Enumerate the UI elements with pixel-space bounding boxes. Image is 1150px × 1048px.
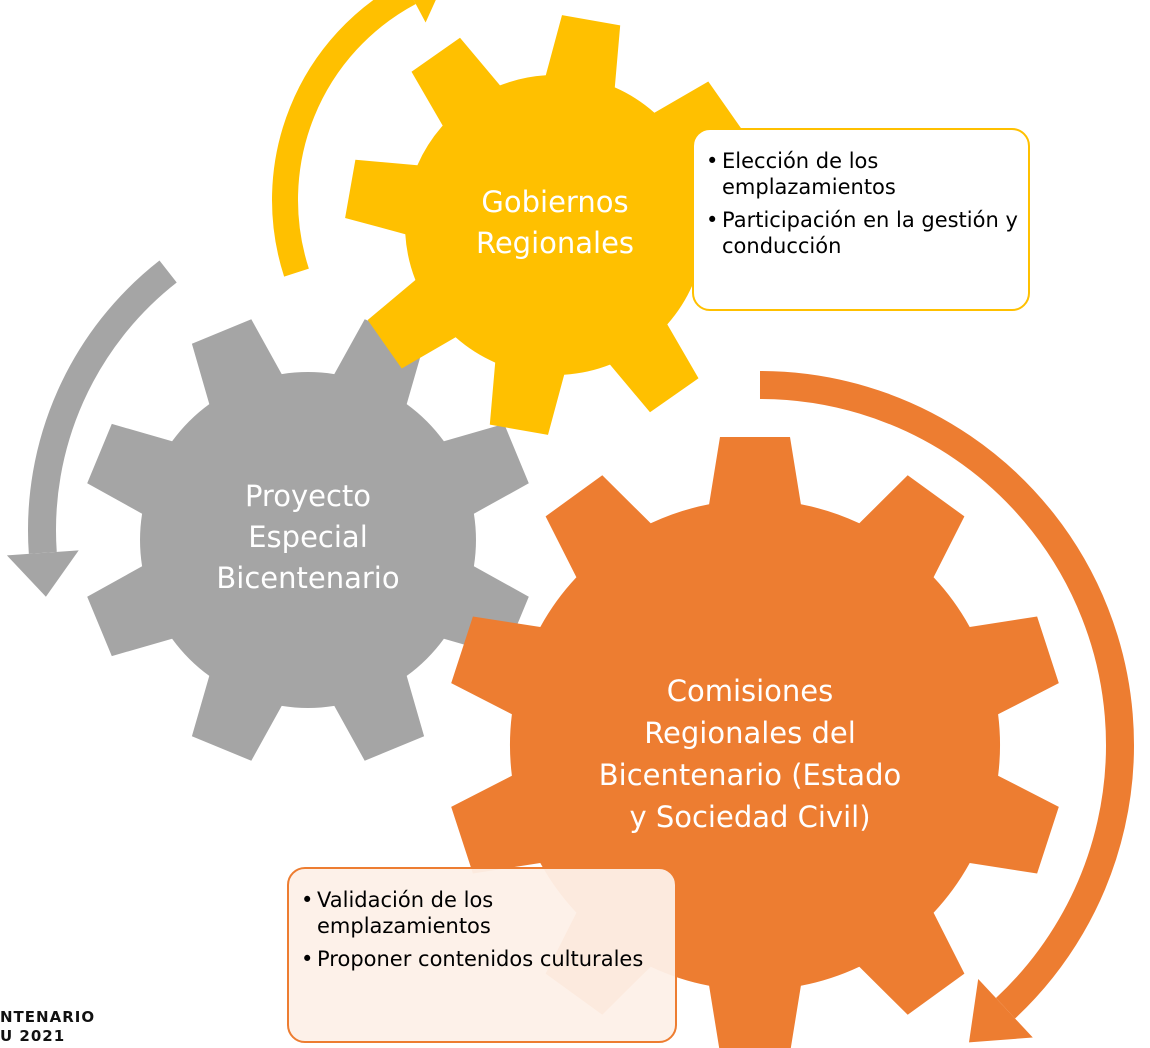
arrow-yellow-head bbox=[413, 0, 436, 23]
gear-label-line: Proyecto bbox=[244, 479, 372, 513]
callout-item: Participación en la gestión y conducción bbox=[706, 207, 1018, 259]
arrow-gray-head bbox=[6, 550, 79, 597]
callout-gobiernos: Elección de los emplazamientos Participa… bbox=[692, 128, 1030, 311]
callout-comisiones: Validación de los emplazamientos Propone… bbox=[287, 867, 677, 1043]
gear-label-gobiernos: Gobiernos Regionales bbox=[440, 182, 670, 264]
arrow-gray-shaft bbox=[28, 260, 177, 554]
gear-label-line: Comisiones bbox=[666, 674, 834, 708]
arrow-gray bbox=[6, 260, 177, 597]
gear-label-line: Especial bbox=[248, 520, 368, 554]
arrow-orange-shaft bbox=[759, 371, 1134, 1019]
gear-label-line: Bicentenario bbox=[216, 561, 400, 595]
logo-line: U 2021 bbox=[0, 1027, 66, 1045]
bicentenario-logo: NTENARIO U 2021 bbox=[0, 1008, 95, 1046]
gear-gobiernos bbox=[345, 15, 765, 435]
gear-label-line: Gobiernos bbox=[481, 185, 629, 219]
gear-label-line: Regionales bbox=[475, 226, 635, 260]
arrow-yellow-shaft bbox=[272, 0, 416, 277]
callout-item: Proponer contenidos culturales bbox=[301, 946, 665, 972]
gear-label-line: Regionales del bbox=[644, 716, 856, 750]
logo-line: NTENARIO bbox=[0, 1008, 96, 1026]
arrow-orange bbox=[759, 371, 1134, 1043]
callout-item: Elección de los emplazamientos bbox=[706, 148, 1018, 200]
arrow-orange-head bbox=[969, 979, 1033, 1043]
callout-item: Validación de los emplazamientos bbox=[301, 887, 665, 939]
gear-proyecto bbox=[87, 319, 529, 761]
gear-label-line: Bicentenario (Estado bbox=[598, 758, 902, 792]
gear-label-comisiones: Comisiones Regionales del Bicentenario (… bbox=[565, 670, 935, 838]
gear-label-line: y Sociedad Civil) bbox=[629, 800, 871, 834]
arrow-yellow bbox=[272, 0, 436, 277]
gear-label-proyecto: Proyecto Especial Bicentenario bbox=[168, 476, 448, 599]
